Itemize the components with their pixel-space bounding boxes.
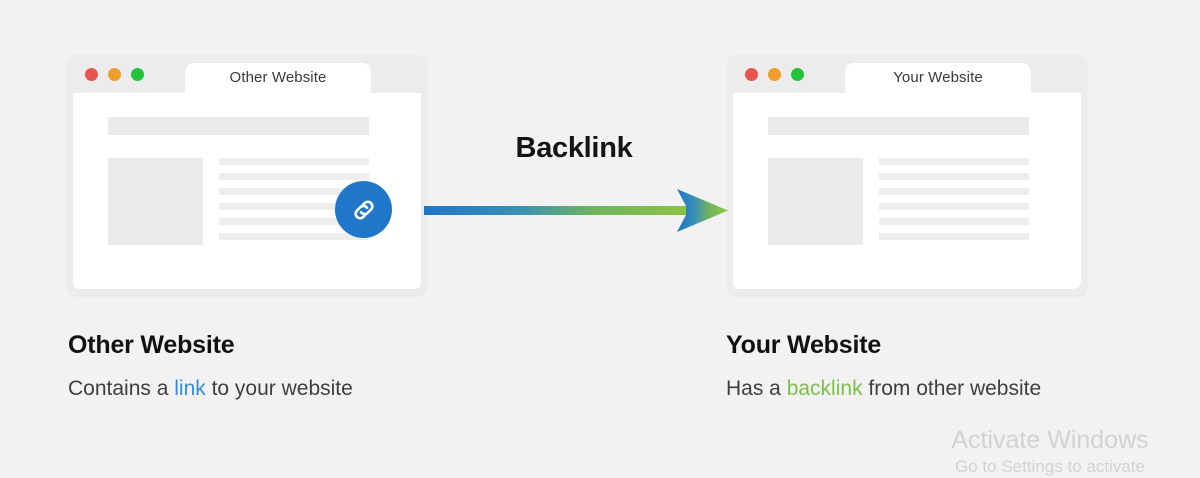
skeleton-line [879,218,1029,225]
caption-suffix: to your website [205,376,353,400]
skeleton-line [879,188,1029,195]
skeleton-line [219,218,369,225]
maximize-window-dot-icon[interactable] [131,68,144,81]
backlink-arrow [424,185,732,237]
link-badge[interactable] [335,181,392,238]
caption-suffix: from other website [862,376,1042,400]
browser-titlebar: Your Website [728,55,1086,93]
skeleton-line [879,158,1029,165]
caption-title: Your Website [726,331,882,359]
caption-prefix: Has a [726,376,787,400]
close-window-dot-icon[interactable] [745,68,758,81]
caption-other-website: Other Website Contains a link to your we… [68,331,568,401]
browser-viewport [733,93,1081,289]
skeleton-line [219,233,369,240]
skeleton-text-lines [879,158,1029,240]
skeleton-line [879,173,1029,180]
browser-tab-your-website[interactable]: Your Website [845,63,1031,93]
caption-keyword-backlink: backlink [786,376,863,400]
caption-keyword-link: link [174,376,206,400]
skeleton-header-bar [768,117,1029,135]
browser-titlebar: Other Website [68,55,426,93]
maximize-window-dot-icon[interactable] [791,68,804,81]
skeleton-image-placeholder [108,158,203,245]
caption-title: Other Website [68,331,235,359]
skeleton-text-lines [219,158,369,240]
windows-activation-watermark: Activate Windows Go to Settings to activ… [900,425,1200,478]
browser-window-other-website: Other Website [68,55,426,295]
skeleton-header-bar [108,117,369,135]
backlink-label: Backlink [515,132,633,164]
window-controls [745,68,804,81]
skeleton-line [219,158,369,165]
minimize-window-dot-icon[interactable] [108,68,121,81]
window-controls [85,68,144,81]
skeleton-line [879,203,1029,210]
browser-tab-label: Your Website [893,69,983,86]
skeleton-line [879,233,1029,240]
caption-subtitle: Contains a link to your website [68,376,568,401]
chain-link-icon [349,195,379,225]
caption-subtitle: Has a backlink from other website [726,376,1200,401]
skeleton-line [219,173,369,180]
caption-your-website: Your Website Has a backlink from other w… [726,331,1200,401]
close-window-dot-icon[interactable] [85,68,98,81]
skeleton-line [219,188,369,195]
minimize-window-dot-icon[interactable] [768,68,781,81]
caption-prefix: Contains a [68,376,175,400]
browser-window-your-website: Your Website [728,55,1086,295]
skeleton-image-placeholder [768,158,863,245]
watermark-secondary-text: Go to Settings to activate [955,456,1145,476]
browser-tab-label: Other Website [229,69,327,86]
skeleton-line [219,203,369,210]
browser-tab-other-website[interactable]: Other Website [185,63,371,93]
watermark-primary-text: Activate Windows [951,425,1149,454]
